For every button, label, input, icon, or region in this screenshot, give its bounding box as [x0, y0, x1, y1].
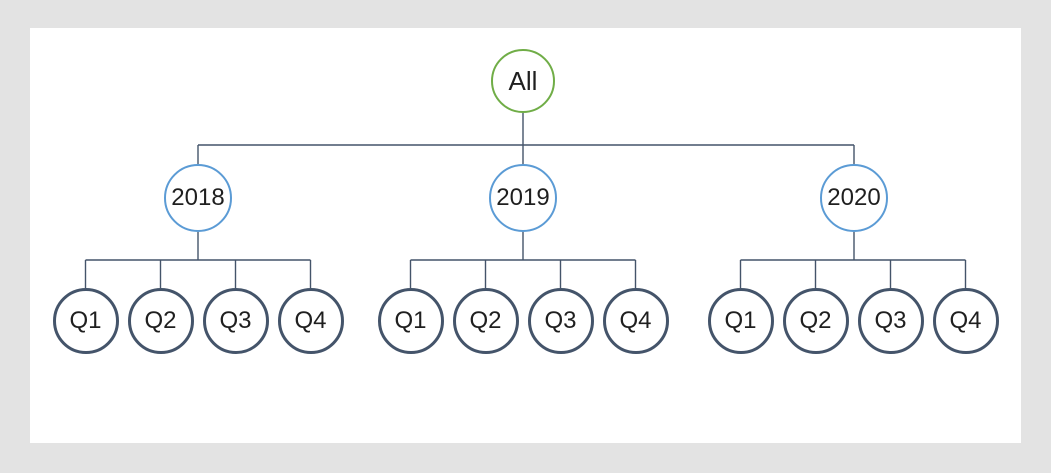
node-year-2018[interactable]: 2018	[164, 164, 232, 232]
node-year-2019[interactable]: 2019	[489, 164, 557, 232]
node-2019-q3[interactable]: Q3	[527, 288, 594, 354]
tree-connectors	[84, 113, 967, 288]
node-2020-q4[interactable]: Q4	[932, 288, 999, 354]
node-2020-q1[interactable]: Q1	[707, 288, 774, 354]
node-2019-q2[interactable]: Q2	[452, 288, 519, 354]
node-all[interactable]: All	[491, 49, 555, 113]
node-2018-q3[interactable]: Q3	[202, 288, 269, 354]
node-2018-q2[interactable]: Q2	[127, 288, 194, 354]
node-2020-q3[interactable]: Q3	[857, 288, 924, 354]
node-2018-q1[interactable]: Q1	[52, 288, 119, 354]
node-year-2020[interactable]: 2020	[820, 164, 888, 232]
node-2019-q4[interactable]: Q4	[602, 288, 669, 354]
node-2019-q1[interactable]: Q1	[377, 288, 444, 354]
node-2020-q2[interactable]: Q2	[782, 288, 849, 354]
node-2018-q4[interactable]: Q4	[277, 288, 344, 354]
slide-canvas: All 2018 2019 2020 Q1 Q2 Q3 Q4 Q1 Q2 Q3 …	[30, 28, 1021, 443]
